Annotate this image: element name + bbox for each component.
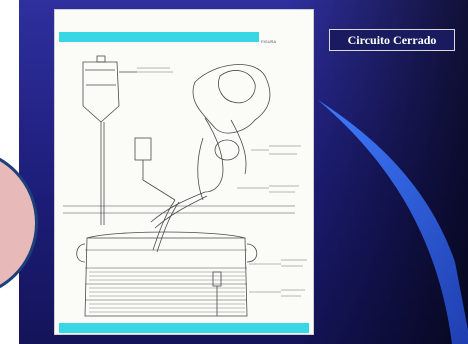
scanned-document: FIGURA bbox=[55, 10, 313, 334]
closed-drainage-circuit-illustration bbox=[55, 10, 313, 334]
slide-title: Circuito Cerrado bbox=[329, 29, 455, 51]
bottom-accent-band bbox=[59, 323, 309, 333]
